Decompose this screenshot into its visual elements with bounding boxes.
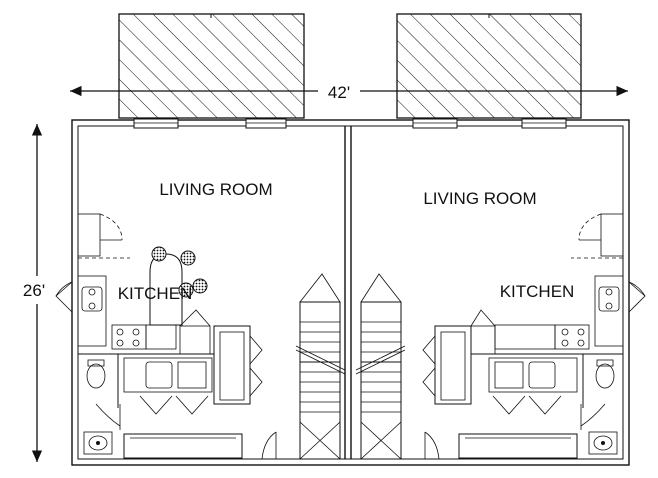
chair-icon (180, 250, 196, 266)
chair-icon (151, 246, 167, 262)
patio-right (396, 13, 582, 119)
right-unit-interior (355, 213, 646, 460)
depth-dimension-label: 26' (23, 281, 45, 300)
width-dimension-label: 42' (328, 83, 350, 102)
patio-left (118, 13, 305, 119)
left-unit-interior (55, 213, 346, 460)
width-dimension (70, 80, 628, 102)
kitchen-label-left: KITCHEN (118, 284, 193, 303)
chair-icon (178, 282, 194, 298)
chair-icon (192, 278, 208, 294)
patio-doors (133, 118, 567, 129)
kitchen-label-right: KITCHEN (500, 282, 575, 301)
living-room-label-right: LIVING ROOM (423, 189, 536, 208)
living-room-label-left: LIVING ROOM (159, 180, 272, 199)
